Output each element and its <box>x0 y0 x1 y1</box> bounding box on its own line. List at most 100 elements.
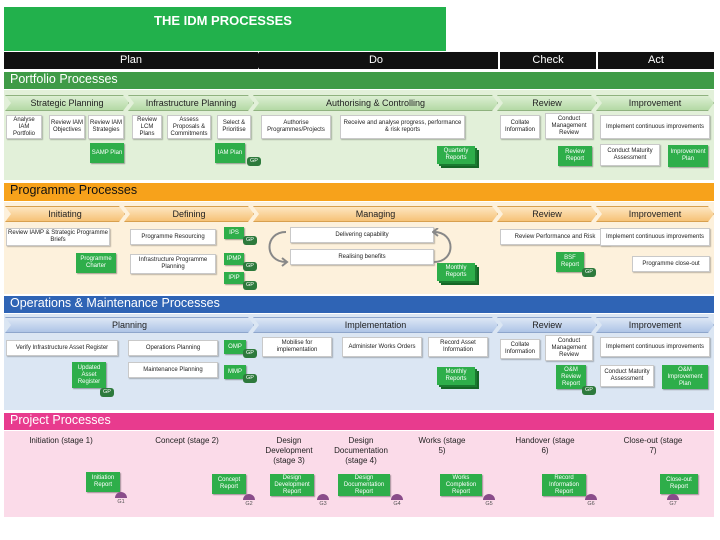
administer-works-box: Administer Works Orders <box>342 337 422 357</box>
om-review-report-doc: O&M Review Report <box>556 365 586 389</box>
gateway-point-badge: GP <box>243 349 257 358</box>
om-improvement-plan-doc: O&M Improvement Plan <box>662 365 708 389</box>
cycle-arrows-icon <box>432 228 452 263</box>
gate-icon: G3 <box>316 494 330 507</box>
omp-tag: OMP <box>224 340 246 354</box>
gate-icon: G5 <box>482 494 496 507</box>
stage-closeout: Close-out (stage 7) <box>623 436 683 455</box>
realising-benefits-box: Realising benefits <box>290 249 434 265</box>
review-performance-box: Review Performance and Risk <box>500 229 610 245</box>
ipmp-tag: IPMP <box>224 253 244 265</box>
conduct-maturity-box: Conduct Maturity Assessment <box>600 144 660 166</box>
stage-handover: Handover (stage 6) <box>515 436 575 455</box>
review-objectives-box: Review IAM Objectives <box>49 115 85 139</box>
header-om-implementation: Implementation <box>253 317 498 333</box>
gate-icon: G2 <box>242 494 256 507</box>
design-documentation-report-doc: Design Documentation Report <box>338 474 390 496</box>
ipip-tag: IPIP <box>224 272 244 284</box>
om-section-header: Operations & Maintenance Processes <box>4 296 714 313</box>
programme-implement-box: Implement continuous improvements <box>600 228 710 246</box>
mobilise-box: Mobilise for implementation <box>262 337 332 357</box>
assess-proposals-box: Assess Proposals & Commitments <box>167 115 211 139</box>
conduct-management-review-box: Conduct Management Review <box>545 113 593 139</box>
gateway-point-badge: GP <box>243 262 257 271</box>
select-prioritise-box: Select & Prioritise <box>217 115 251 139</box>
gateway-point-badge: GP <box>582 386 596 395</box>
header-om-improvement: Improvement <box>596 317 714 333</box>
programme-charter-doc: Programme Charter <box>76 253 116 273</box>
gateway-point-badge: GP <box>247 157 261 166</box>
gateway-point-badge: GP <box>582 268 596 277</box>
ips-tag: IPS <box>224 227 244 239</box>
design-development-report-doc: Design Development Report <box>270 474 314 496</box>
samp-plan-doc: SAMP Plan <box>90 143 124 163</box>
verify-asset-register-box: Verify Infrastructure Asset Register <box>6 340 118 356</box>
analyse-portfolio-box: Analyse IAM Portfolio <box>6 115 42 139</box>
closeout-report-doc: Close-out Report <box>660 474 698 494</box>
gateway-point-badge: GP <box>243 374 257 383</box>
header-strategic-planning: Strategic Planning <box>5 95 129 111</box>
header-infrastructure-planning: Infrastructure Planning <box>128 95 254 111</box>
project-section-header: Project Processes <box>4 413 714 430</box>
header-programme-improvement: Improvement <box>596 206 714 222</box>
iam-plan-doc: IAM Plan <box>215 143 245 163</box>
header-om-review: Review <box>497 317 597 333</box>
authorise-programmes-box: Authorise Programmes/Projects <box>261 115 331 139</box>
maintenance-planning-box: Maintenance Planning <box>128 362 218 378</box>
portfolio-section-header: Portfolio Processes <box>4 72 714 89</box>
header-initiating: Initiating <box>5 206 125 222</box>
title-text: THE IDM PROCESSES <box>154 13 292 28</box>
stage-concept: Concept (stage 2) <box>155 436 219 445</box>
gate-icon: G4 <box>390 494 404 507</box>
header-improvement: Improvement <box>596 95 714 111</box>
om-conduct-review-box: Conduct Management Review <box>545 335 593 361</box>
phase-do: Do <box>254 52 498 69</box>
implement-improvements-box: Implement continuous improvements <box>600 115 710 139</box>
gate-icon: G1 <box>114 492 128 505</box>
improvement-plan-doc: Improvement Plan <box>668 145 708 167</box>
programme-closeout-box: Programme close-out <box>632 256 710 272</box>
om-implement-box: Implement continuous improvements <box>600 337 710 357</box>
collate-information-box: Collate Information <box>500 115 540 139</box>
stage-initiation: Initiation (stage 1) <box>29 436 93 445</box>
header-defining: Defining <box>124 206 254 222</box>
mmp-tag: MMP <box>224 365 246 379</box>
stage-works: Works (stage 5) <box>418 436 466 455</box>
diagram-title: THE IDM PROCESSES <box>4 7 446 51</box>
cycle-arrows-icon <box>268 231 289 267</box>
quarterly-reports-doc: Quarterly Reports <box>437 146 475 164</box>
gate-icon: G6 <box>584 494 598 507</box>
programme-resourcing-box: Programme Resourcing <box>130 229 216 245</box>
om-collate-box: Collate Information <box>500 339 540 359</box>
header-programme-review: Review <box>497 206 597 222</box>
record-asset-info-box: Record Asset Information <box>428 337 488 357</box>
om-maturity-box: Conduct Maturity Assessment <box>600 365 654 387</box>
review-lcm-box: Review LCM Plans <box>132 115 162 139</box>
concept-report-doc: Concept Report <box>212 474 246 494</box>
receive-analyse-box: Receive and analyse progress, performanc… <box>340 115 465 139</box>
works-completion-report-doc: Works Completion Report <box>440 474 482 496</box>
phase-plan: Plan <box>4 52 258 69</box>
delivering-capability-box: Delivering capability <box>290 227 434 243</box>
phase-check: Check <box>500 52 596 69</box>
gateway-point-badge: GP <box>243 281 257 290</box>
record-information-report-doc: Record Information Report <box>542 474 586 496</box>
om-monthly-reports-doc: Monthly Reports <box>437 367 475 385</box>
review-strategies-box: Review IAM Strategies <box>88 115 124 139</box>
updated-asset-register-doc: Updated Asset Register <box>72 362 106 388</box>
gate-icon: G7 <box>666 494 680 507</box>
header-review: Review <box>497 95 597 111</box>
operations-planning-box: Operations Planning <box>128 340 218 356</box>
gateway-point-badge: GP <box>100 388 114 397</box>
stage-design-documentation: Design Documentation (stage 4) <box>334 436 388 465</box>
review-iamp-box: Review IAMP & Strategic Programme Briefs <box>6 228 110 246</box>
monthly-reports-doc: Monthly Reports <box>437 263 475 281</box>
header-managing: Managing <box>253 206 498 222</box>
review-report-doc: Review Report <box>558 146 592 166</box>
phase-act: Act <box>598 52 714 69</box>
initiation-report-doc: Initiation Report <box>86 472 120 492</box>
gateway-point-badge: GP <box>243 236 257 245</box>
programme-section-header: Programme Processes <box>4 183 714 201</box>
header-authorising-controlling: Authorising & Controlling <box>253 95 498 111</box>
bsf-report-doc: BSF Report <box>556 252 584 272</box>
